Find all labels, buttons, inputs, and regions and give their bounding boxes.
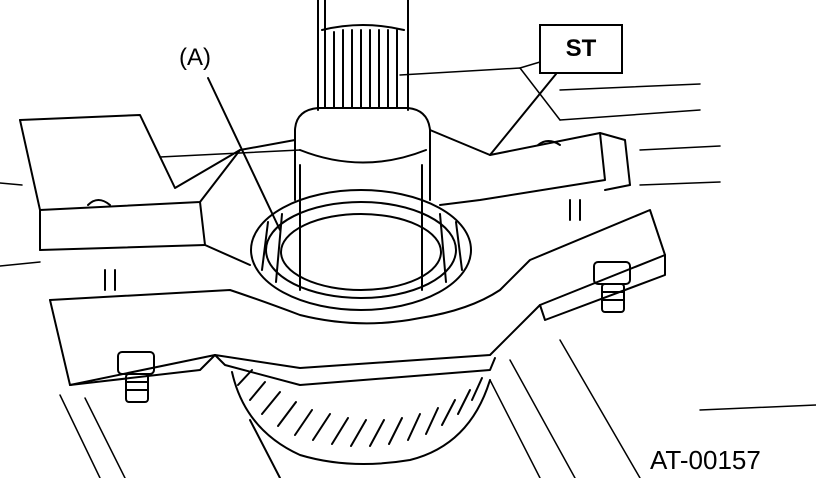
leader-line-gear: [249, 419, 281, 478]
shaft: [294, 0, 431, 291]
press-bed-lines: [0, 61, 816, 478]
figure-id: AT-00157: [650, 445, 761, 475]
bolt-left: [117, 351, 155, 403]
stud-pins: [87, 140, 581, 291]
callout-label-a: (A): [179, 44, 211, 71]
tool-upper-plate: [19, 114, 631, 266]
leader-line-a: [207, 77, 281, 231]
tool-lower-plate: [49, 209, 666, 386]
leader-line-st: [489, 73, 557, 156]
bearing: [250, 189, 472, 311]
bolt-right: [593, 261, 631, 313]
helical-gear: [231, 369, 491, 465]
callout-label-st: ST: [539, 24, 623, 74]
